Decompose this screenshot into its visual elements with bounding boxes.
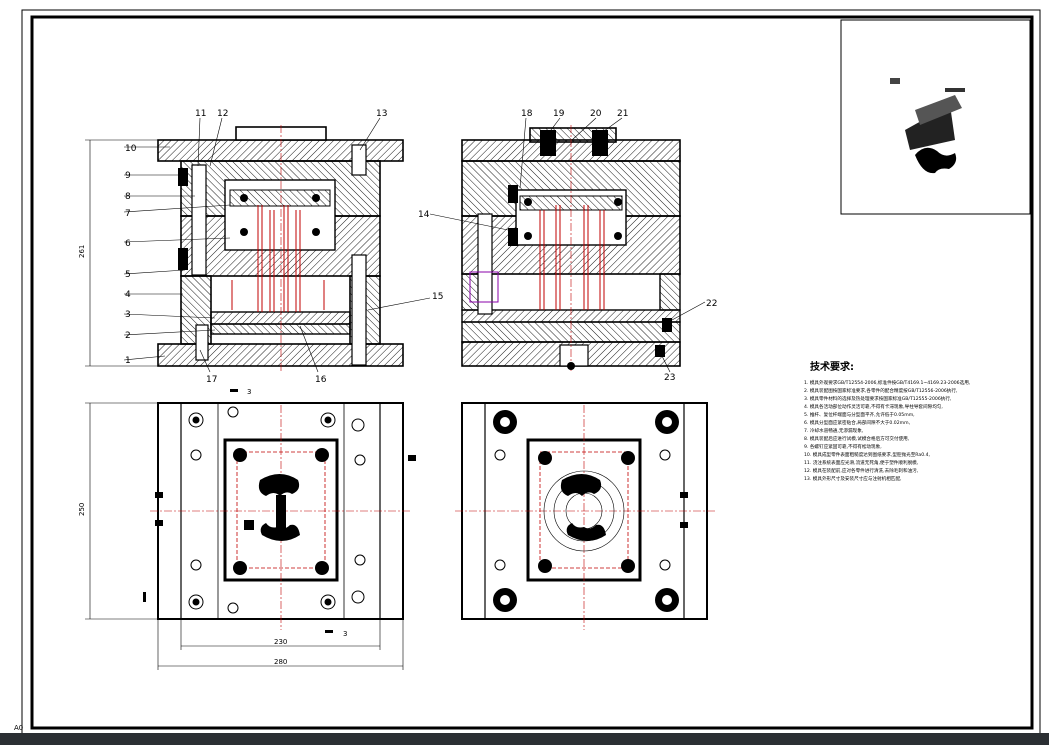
side-section-view <box>461 125 681 372</box>
fixed-half-plan-view <box>150 402 416 630</box>
callout-1: 1 <box>125 356 131 366</box>
taskbar <box>0 733 1049 745</box>
callout-21: 21 <box>617 109 628 119</box>
tech-req-line: 13. 模具外形尺寸及安装尺寸应与注射机相匹配, <box>804 475 902 482</box>
tech-req-line: 4. 模具各活动部位动作灵活可靠,不得有卡滞现象,导柱导套间隙均匀, <box>804 403 943 410</box>
dim-width-outer: 280 <box>274 658 287 666</box>
callout-17: 17 <box>206 375 217 385</box>
tech-req-title: 技术要求: <box>810 360 854 373</box>
callout-7: 7 <box>125 209 131 219</box>
dim-width-inner: 230 <box>274 638 287 646</box>
callout-15: 15 <box>432 292 443 302</box>
callout-22: 22 <box>706 299 717 309</box>
sheet-inner-border <box>30 15 1034 730</box>
tech-req-line: 2. 模具装配图按国家标准要求,各零件的配合精度按GB/T12556-2006执… <box>804 387 958 394</box>
callout-11: 11 <box>195 109 206 119</box>
tech-req-line: 11. 浇注系统表面应光滑,流道无死角,便于塑件顺利脱模, <box>804 459 919 466</box>
callout-10: 10 <box>125 144 137 154</box>
tech-req-line: 10. 模具成型零件表面粗糙度达到图纸要求,型腔抛光至Ra0.4, <box>804 451 931 458</box>
callout-14: 14 <box>418 210 430 220</box>
tech-req-line: 6. 模具分型面应紧密贴合,局部间隙不大于0.02mm, <box>804 419 911 426</box>
tech-req-line: 1. 模具外观要求GB/T12554-2006,标准件按GB/T4169.1~4… <box>804 379 971 386</box>
front-section-view <box>157 125 404 372</box>
callout-4: 4 <box>125 290 131 300</box>
callout-16: 16 <box>315 375 327 385</box>
callout-18: 18 <box>521 109 533 119</box>
dim-height-left: 261 <box>78 245 86 258</box>
section-markers <box>143 389 333 633</box>
isometric-view-box <box>840 19 1031 215</box>
section-mark-top: 3 <box>247 388 251 396</box>
callout-12: 12 <box>217 109 228 119</box>
callout-3: 3 <box>125 310 131 320</box>
callout-23: 23 <box>664 373 675 383</box>
callout-9: 9 <box>125 171 131 181</box>
tech-req-line: 7. 冷却水道畅通,无渗漏现象, <box>804 427 864 434</box>
callout-8: 8 <box>125 192 131 202</box>
callout-20: 20 <box>590 109 602 119</box>
tech-req-line: 5. 推杆、复位杆端面与分型面平齐,允许低于0.05mm, <box>804 411 915 418</box>
callout-leaders <box>123 117 706 373</box>
tech-req-line: 3. 模具零件材料的选择及热处理要求按国家标准GB/T12555-2006执行, <box>804 395 952 402</box>
callout-2: 2 <box>125 331 131 341</box>
dimension-lines <box>85 139 404 670</box>
callout-6: 6 <box>125 239 131 249</box>
callout-5: 5 <box>125 270 131 280</box>
tech-req-line: 9. 各螺钉应紧固可靠,不得有松动现象, <box>804 443 882 450</box>
sheet-size-label: A0 <box>14 724 24 732</box>
tech-req-line: 8. 模具装配后应进行试模,试模合格后方可交付使用, <box>804 435 910 442</box>
tech-req-line: 12. 模具在装配前,应对各零件进行清洗,去除毛刺和油污, <box>804 467 919 474</box>
dim-height-plan: 250 <box>78 503 86 516</box>
callout-13: 13 <box>376 109 387 119</box>
moving-half-plan-view <box>455 402 715 630</box>
technical-requirements: 技术要求: 1. 模具外观要求GB/T12554-2006,标准件按GB/T41… <box>804 360 971 482</box>
section-mark-bottom: 3 <box>343 630 347 638</box>
isometric-preview <box>890 78 965 174</box>
callout-19: 19 <box>553 109 565 119</box>
